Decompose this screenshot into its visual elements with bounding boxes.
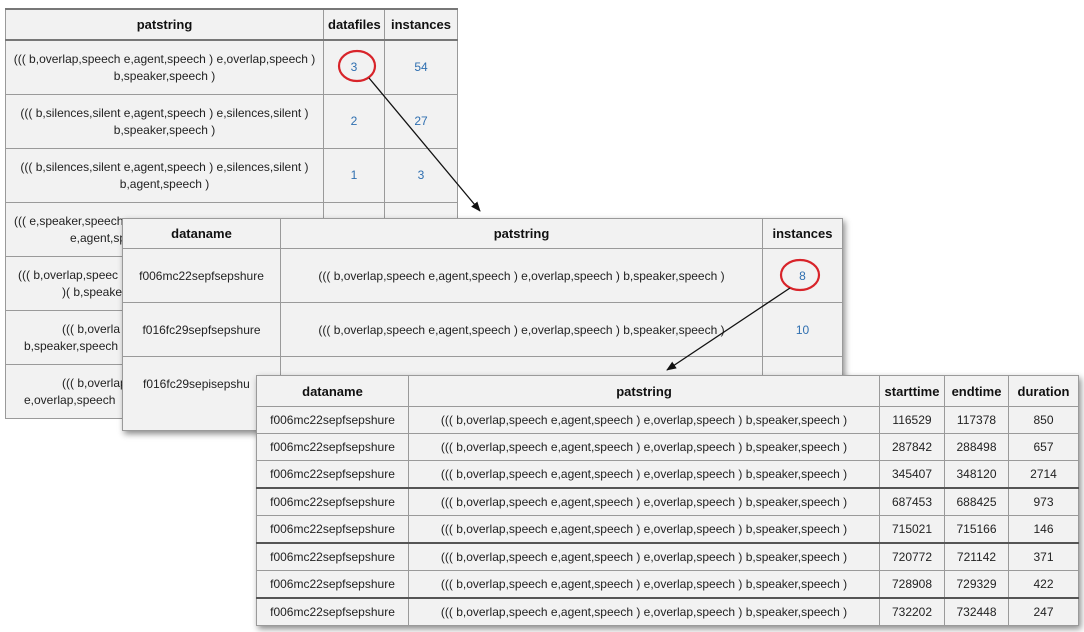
column-header-duration[interactable]: duration — [1008, 375, 1079, 407]
endtime-cell: 688425 — [944, 487, 1009, 516]
endtime-cell: 715166 — [944, 515, 1009, 544]
endtime-cell: 348120 — [944, 460, 1009, 489]
patstring-cell: ((( b,overlap,speech e,agent,speech ) e,… — [280, 302, 763, 357]
dataname-cell: f006mc22sepfsepshure — [256, 515, 409, 544]
datafiles-link[interactable]: 1 — [323, 148, 385, 203]
table-header-row: dataname patstring instances — [122, 218, 843, 249]
endtime-cell: 729329 — [944, 570, 1009, 599]
column-header-dataname[interactable]: dataname — [122, 218, 281, 249]
starttime-cell: 287842 — [879, 433, 945, 461]
dataname-cell: f006mc22sepfsepshure — [256, 542, 409, 571]
table-header-row: patstring datafiles instances — [5, 8, 458, 41]
patstring-cell: ((( b,overlap,speech e,agent,speech ) e,… — [5, 39, 324, 95]
table-row: f006mc22sepfsepshure ((( b,overlap,speec… — [256, 487, 1079, 516]
patstring-cell: ((( b,silences,silent e,agent,speech ) e… — [5, 148, 324, 203]
starttime-cell: 732202 — [879, 597, 945, 626]
dataname-cell: f006mc22sepfsepshure — [256, 460, 409, 489]
table-row: f006mc22sepfsepshure ((( b,overlap,speec… — [256, 515, 1079, 544]
duration-cell: 422 — [1008, 570, 1079, 599]
patstring-cell: ((( b,overlap,speech e,agent,speech ) e,… — [408, 597, 880, 626]
table-row: ((( b,silences,silent e,agent,speech ) e… — [5, 148, 458, 203]
column-header-instances[interactable]: instances — [384, 8, 458, 41]
instance-timings-table: dataname patstring starttime endtime dur… — [256, 375, 1079, 626]
dataname-cell: f006mc22sepfsepshure — [256, 570, 409, 599]
column-header-endtime[interactable]: endtime — [944, 375, 1009, 407]
starttime-cell: 345407 — [879, 460, 945, 489]
dataname-cell: f016fc29sepfsepshure — [122, 302, 281, 357]
dataname-cell: f006mc22sepfsepshure — [256, 597, 409, 626]
endtime-cell: 721142 — [944, 542, 1009, 571]
starttime-cell: 116529 — [879, 406, 945, 434]
patstring-cell: ((( b,overlap,speech e,agent,speech ) e,… — [408, 487, 880, 516]
dataname-cell: f016fc29sepisepshu — [122, 356, 281, 431]
instances-link[interactable]: 8 — [762, 248, 843, 303]
dataname-cell: f006mc22sepfsepshure — [256, 487, 409, 516]
duration-cell: 371 — [1008, 542, 1079, 571]
instances-link[interactable]: 3 — [384, 148, 458, 203]
patstring-cell: ((( b,silences,silent e,agent,speech ) e… — [5, 94, 324, 149]
patstring-cell: ((( b,overlap,speech e,agent,speech ) e,… — [408, 515, 880, 544]
table-header-row: dataname patstring starttime endtime dur… — [256, 375, 1079, 407]
instances-link[interactable]: 10 — [762, 302, 843, 357]
patstring-cell: ((( b,overlap,speech e,agent,speech ) e,… — [408, 406, 880, 434]
duration-cell: 850 — [1008, 406, 1079, 434]
starttime-cell: 720772 — [879, 542, 945, 571]
duration-cell: 973 — [1008, 487, 1079, 516]
table-row: f006mc22sepfsepshure ((( b,overlap,speec… — [256, 433, 1079, 461]
instances-link[interactable]: 54 — [384, 39, 458, 95]
column-header-dataname[interactable]: dataname — [256, 375, 409, 407]
table-row: f006mc22sepfsepshure ((( b,overlap,speec… — [256, 406, 1079, 434]
starttime-cell: 728908 — [879, 570, 945, 599]
patstring-cell: ((( b,overlap,speech e,agent,speech ) e,… — [408, 460, 880, 489]
table-row: ((( b,overlap,speech e,agent,speech ) e,… — [5, 39, 458, 95]
patstring-cell: ((( b,overlap,speech e,agent,speech ) e,… — [408, 570, 880, 599]
table-row: ((( b,silences,silent e,agent,speech ) e… — [5, 94, 458, 149]
duration-cell: 146 — [1008, 515, 1079, 544]
duration-cell: 247 — [1008, 597, 1079, 626]
endtime-cell: 732448 — [944, 597, 1009, 626]
endtime-cell: 117378 — [944, 406, 1009, 434]
patstring-cell: ((( b,overlap,speech e,agent,speech ) e,… — [280, 248, 763, 303]
endtime-cell: 288498 — [944, 433, 1009, 461]
table-row: f006mc22sepfsepshure ((( b,overlap,speec… — [122, 248, 843, 303]
column-header-patstring[interactable]: patstring — [280, 218, 763, 249]
duration-cell: 657 — [1008, 433, 1079, 461]
table-row: f016fc29sepfsepshure ((( b,overlap,speec… — [122, 302, 843, 357]
datafiles-link[interactable]: 3 — [323, 39, 385, 95]
starttime-cell: 715021 — [879, 515, 945, 544]
table-row: f006mc22sepfsepshure ((( b,overlap,speec… — [256, 570, 1079, 599]
datafiles-link[interactable]: 2 — [323, 94, 385, 149]
dataname-cell: f006mc22sepfsepshure — [256, 433, 409, 461]
duration-cell: 2714 — [1008, 460, 1079, 489]
starttime-cell: 687453 — [879, 487, 945, 516]
column-header-patstring[interactable]: patstring — [408, 375, 880, 407]
column-header-datafiles[interactable]: datafiles — [323, 8, 385, 41]
patstring-cell: ((( b,overlap,speech e,agent,speech ) e,… — [408, 542, 880, 571]
column-header-patstring[interactable]: patstring — [5, 8, 324, 41]
dataname-cell: f006mc22sepfsepshure — [122, 248, 281, 303]
instances-link[interactable]: 27 — [384, 94, 458, 149]
table-row: f006mc22sepfsepshure ((( b,overlap,speec… — [256, 597, 1079, 626]
column-header-starttime[interactable]: starttime — [879, 375, 945, 407]
patstring-cell: ((( b,overlap,speech e,agent,speech ) e,… — [408, 433, 880, 461]
table-row: f006mc22sepfsepshure ((( b,overlap,speec… — [256, 542, 1079, 571]
column-header-instances[interactable]: instances — [762, 218, 843, 249]
table-row: f006mc22sepfsepshure ((( b,overlap,speec… — [256, 460, 1079, 489]
dataname-cell: f006mc22sepfsepshure — [256, 406, 409, 434]
